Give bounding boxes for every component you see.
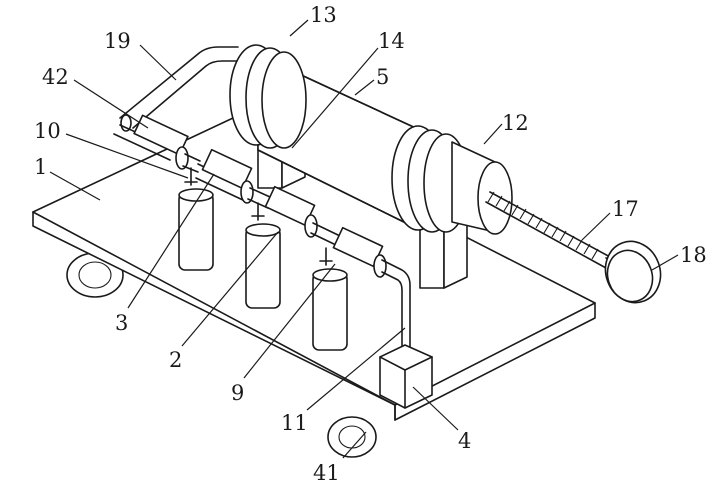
- label-11: 11: [281, 411, 308, 435]
- handwheel: [604, 240, 662, 304]
- label-19: 19: [104, 29, 131, 53]
- label-5: 5: [376, 65, 389, 89]
- inlet-pipe: [113, 114, 201, 173]
- label-14: 14: [378, 29, 405, 53]
- label-2: 2: [169, 348, 182, 372]
- threaded-rod: [485, 191, 613, 269]
- front-flange: [391, 125, 513, 235]
- label-41: 41: [313, 461, 340, 485]
- label-18: 18: [680, 243, 707, 267]
- pump-box: [379, 344, 433, 409]
- label-1: 1: [34, 155, 47, 179]
- label-13: 13: [310, 3, 337, 27]
- label-3: 3: [115, 311, 128, 335]
- rear-bent-pipe: [119, 46, 239, 132]
- filter-cartridge-2: [264, 185, 339, 246]
- label-10: 10: [34, 119, 61, 143]
- label-17: 17: [612, 197, 639, 221]
- label-42: 42: [42, 65, 69, 89]
- front-wheel-41: [327, 416, 377, 458]
- label-4: 4: [458, 429, 471, 453]
- leader-lines: [49, 19, 679, 459]
- label-9: 9: [231, 381, 244, 405]
- rear-flange: [229, 44, 307, 149]
- label-12: 12: [502, 111, 529, 135]
- tank-left: [178, 167, 214, 271]
- filter-cartridge-3: [195, 148, 271, 209]
- tank-right: [312, 247, 348, 351]
- filter-cartridge-9: [332, 226, 411, 351]
- reference-labels: 19 42 10 1 3 2 9 11 4 41 13 14 5 12 17 1…: [34, 3, 707, 485]
- tank-middle: [245, 202, 281, 309]
